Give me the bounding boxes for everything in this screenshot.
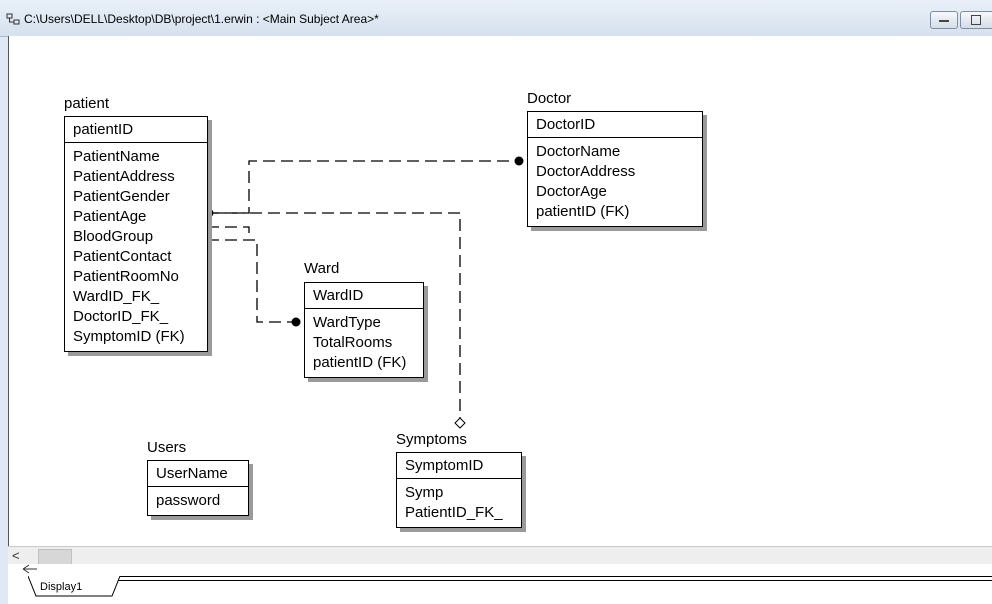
attribute: patientID (FK)	[536, 203, 630, 220]
users-attributes: password	[148, 487, 248, 515]
horizontal-scrollbar[interactable]: <	[8, 546, 992, 565]
doctor-primary-key: DoctorID	[528, 112, 702, 138]
attribute: password	[156, 492, 221, 509]
attribute: TotalRooms	[313, 334, 393, 351]
attribute: PatientName	[73, 148, 160, 165]
attribute: PatientRoomNo	[73, 268, 179, 285]
attribute: DoctorName	[536, 143, 621, 160]
attribute: PatientAddress	[73, 168, 175, 185]
entity-name-patient: patient	[64, 95, 110, 112]
diagram-icon	[6, 13, 20, 25]
tab-strip-rule	[118, 576, 992, 577]
attribute: SymptomID (FK)	[73, 328, 185, 345]
entity-symptoms[interactable]: SymptomID Symp PatientID_FK_	[396, 452, 522, 528]
patient-attributes: PatientName PatientAddress PatientGender…	[65, 143, 207, 351]
entity-ward[interactable]: WardID WardType TotalRooms patientID (FK…	[304, 282, 424, 378]
scroll-left-arrow[interactable]: <	[12, 548, 20, 563]
restore-icon	[971, 15, 981, 25]
attribute: DoctorID_FK_	[73, 308, 169, 325]
tab-scroll-icon[interactable]	[22, 564, 38, 577]
entity-name-ward: Ward	[304, 260, 340, 277]
display-tab-strip: Display1	[8, 564, 992, 604]
attribute: DoctorAge	[536, 183, 607, 200]
attribute: WardType	[313, 314, 381, 331]
minimize-icon	[939, 20, 949, 22]
symptoms-primary-key: SymptomID	[397, 453, 521, 479]
window-title-bar[interactable]: C:\Users\DELL\Desktop\DB\project\1.erwin…	[0, 0, 992, 37]
entity-doctor[interactable]: DoctorID DoctorName DoctorAddress Doctor…	[527, 111, 703, 227]
entity-users[interactable]: UserName password	[147, 460, 249, 516]
attribute: PatientGender	[73, 188, 170, 205]
attribute: PatientID_FK_	[405, 504, 503, 521]
attribute: patientID (FK)	[313, 354, 407, 371]
doctor-attributes: DoctorName DoctorAddress DoctorAge patie…	[528, 138, 702, 226]
tab-strip-rule	[118, 580, 992, 581]
attribute: PatientAge	[73, 208, 147, 225]
window-title: C:\Users\DELL\Desktop\DB\project\1.erwin…	[24, 12, 379, 26]
attribute: PatientContact	[73, 248, 172, 265]
attribute: Symp	[405, 484, 444, 501]
patient-primary-key: patientID	[65, 117, 207, 143]
entity-name-doctor: Doctor	[527, 90, 572, 107]
ward-primary-key: WardID	[305, 283, 423, 309]
minimize-button[interactable]	[930, 11, 958, 29]
ward-attributes: WardType TotalRooms patientID (FK)	[305, 309, 423, 377]
scrollbar-thumb[interactable]	[38, 549, 72, 565]
restore-button[interactable]	[960, 11, 992, 29]
tab-display1-label: Display1	[40, 581, 83, 593]
attribute: DoctorAddress	[536, 163, 636, 180]
attribute: BloodGroup	[73, 228, 154, 245]
entity-patient[interactable]: patientID PatientName PatientAddress Pat…	[64, 116, 208, 352]
entity-name-symptoms: Symptoms	[396, 431, 467, 448]
tab-display1[interactable]: Display1	[28, 574, 120, 597]
symptoms-attributes: Symp PatientID_FK_	[397, 479, 521, 527]
users-primary-key: UserName	[148, 461, 248, 487]
entity-name-users: Users	[147, 439, 187, 456]
attribute: WardID_FK_	[73, 288, 160, 305]
